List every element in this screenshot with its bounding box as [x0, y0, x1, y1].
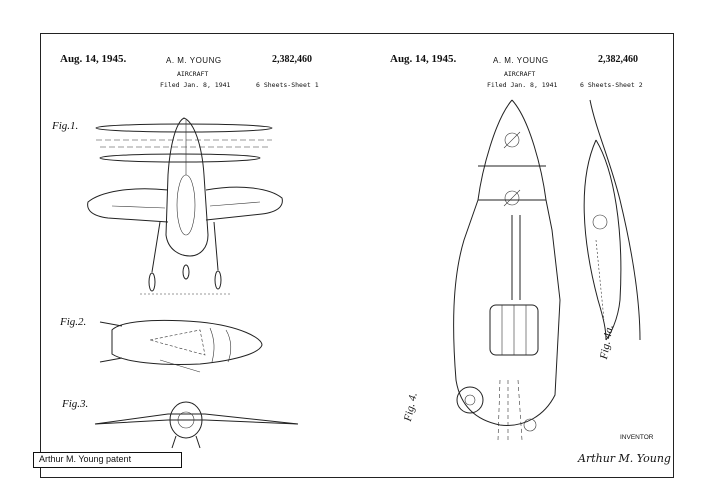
fig3-drawing — [94, 401, 299, 449]
sheet2-patent-number: 2,382,460 — [598, 54, 638, 65]
sheet2-date: Aug. 14, 1945. — [390, 53, 457, 65]
fig3-label: Fig.3. — [62, 398, 89, 410]
sheet1-patent-number: 2,382,460 — [272, 54, 312, 65]
inventor-label: INVENTOR — [620, 434, 654, 441]
sheet1-date: Aug. 14, 1945. — [60, 53, 127, 65]
patent-sheet — [40, 33, 674, 478]
sheet1-filed-date: Filed Jan. 8, 1941 — [160, 81, 231, 89]
sheet2-filed-date: Filed Jan. 8, 1941 — [487, 81, 558, 89]
inventor-signature: Arthur M. Young — [578, 452, 671, 465]
fig4-drawing — [453, 99, 561, 441]
fig2-drawing — [99, 319, 263, 373]
sheet2-inventor-name: A. M. YOUNG — [493, 56, 549, 65]
fig4a-drawing — [583, 99, 641, 341]
fig1-drawing — [87, 117, 283, 295]
caption-box: Arthur M. Young patent — [33, 452, 182, 468]
sheet2-sheet-count: 6 Sheets-Sheet 2 — [580, 81, 643, 89]
fig1-label: Fig.1. — [52, 120, 79, 132]
sheet1-subject: AIRCRAFT — [177, 70, 209, 78]
sheet1-inventor-name: A. M. YOUNG — [166, 56, 222, 65]
sheet1-sheet-count: 6 Sheets-Sheet 1 — [256, 81, 319, 89]
fig2-label: Fig.2. — [60, 316, 87, 328]
sheet2-subject: AIRCRAFT — [504, 70, 536, 78]
